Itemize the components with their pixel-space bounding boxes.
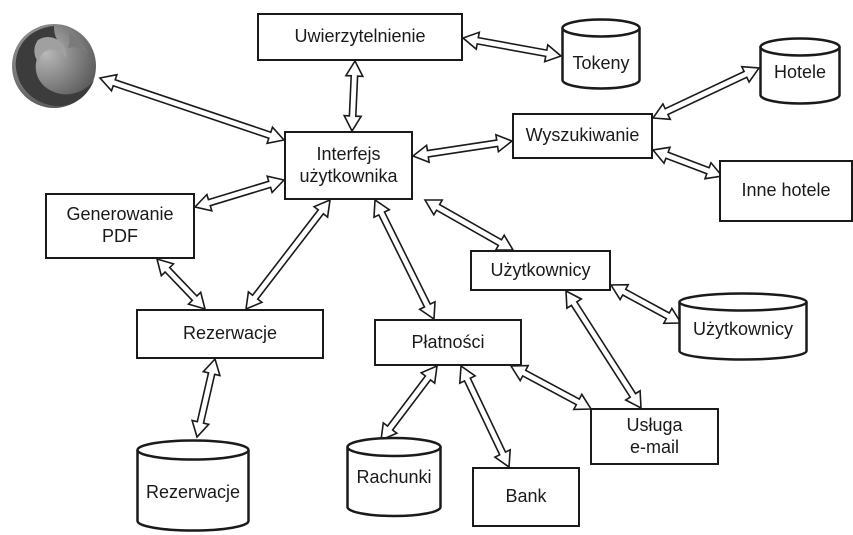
- arrow-search-hotels: [651, 65, 761, 121]
- arrow-ui-search: [411, 133, 514, 164]
- arrow-reservations-reservations_db: [190, 357, 222, 439]
- db-label: Rachunki: [356, 467, 432, 487]
- cylinder-shape: [136, 439, 250, 532]
- arrow-ui-reservations: [245, 198, 331, 311]
- db-label: Tokeny: [572, 53, 630, 73]
- arrow-ui-pdf: [193, 175, 286, 212]
- db-label: Rezerwacje: [145, 482, 241, 502]
- db-label: Hotele: [773, 62, 827, 82]
- cylinder-shape: [346, 436, 442, 518]
- node-interfejs-uzytkownika: Interfejs użytkownika: [284, 131, 413, 200]
- db-hotele: Hotele: [759, 35, 841, 105]
- arrow-auth-ui: [342, 59, 365, 133]
- arrow-logo-ui: [98, 73, 286, 145]
- node-bank: Bank: [472, 467, 580, 527]
- node-uwierzytelnienie: Uwierzytelnienie: [257, 13, 463, 61]
- node-wyszukiwanie: Wyszukiwanie: [512, 113, 653, 159]
- node-platnosci: Płatności: [374, 319, 522, 366]
- node-generowanie-pdf: Generowanie PDF: [45, 193, 195, 259]
- arrow-payments-bills: [380, 364, 438, 442]
- arrow-users-email: [565, 289, 642, 410]
- arrow-search-other_hotels: [651, 146, 724, 180]
- node-uzytkownicy: Użytkownicy: [470, 250, 611, 291]
- node-usluga-email: Usługa e-mail: [590, 408, 719, 465]
- node-inne-hotele: Inne hotele: [719, 160, 853, 222]
- cylinder-shape: [561, 18, 641, 90]
- arrow-users-users_db: [609, 283, 683, 325]
- db-tokeny: Tokeny: [561, 16, 641, 90]
- arrow-pdf-reservations: [155, 257, 207, 311]
- cylinder-shape: [759, 37, 841, 105]
- db-rezerwacje: Rezerwacje: [136, 437, 250, 532]
- db-label: Użytkownicy: [692, 319, 794, 339]
- cylinder-shape: [678, 292, 808, 361]
- arrow-payments-bank: [458, 364, 512, 469]
- arrow-payments-email: [509, 364, 593, 411]
- arrow-auth-tokens: [461, 31, 563, 63]
- db-rachunki: Rachunki: [346, 436, 442, 518]
- arrow-ui-users: [423, 199, 515, 251]
- node-rezerwacje: Rezerwacje: [136, 309, 324, 359]
- arrow-ui-payments: [373, 198, 436, 321]
- browser-logo-icon: [12, 24, 96, 108]
- db-uzytkownicy: Użytkownicy: [678, 291, 808, 361]
